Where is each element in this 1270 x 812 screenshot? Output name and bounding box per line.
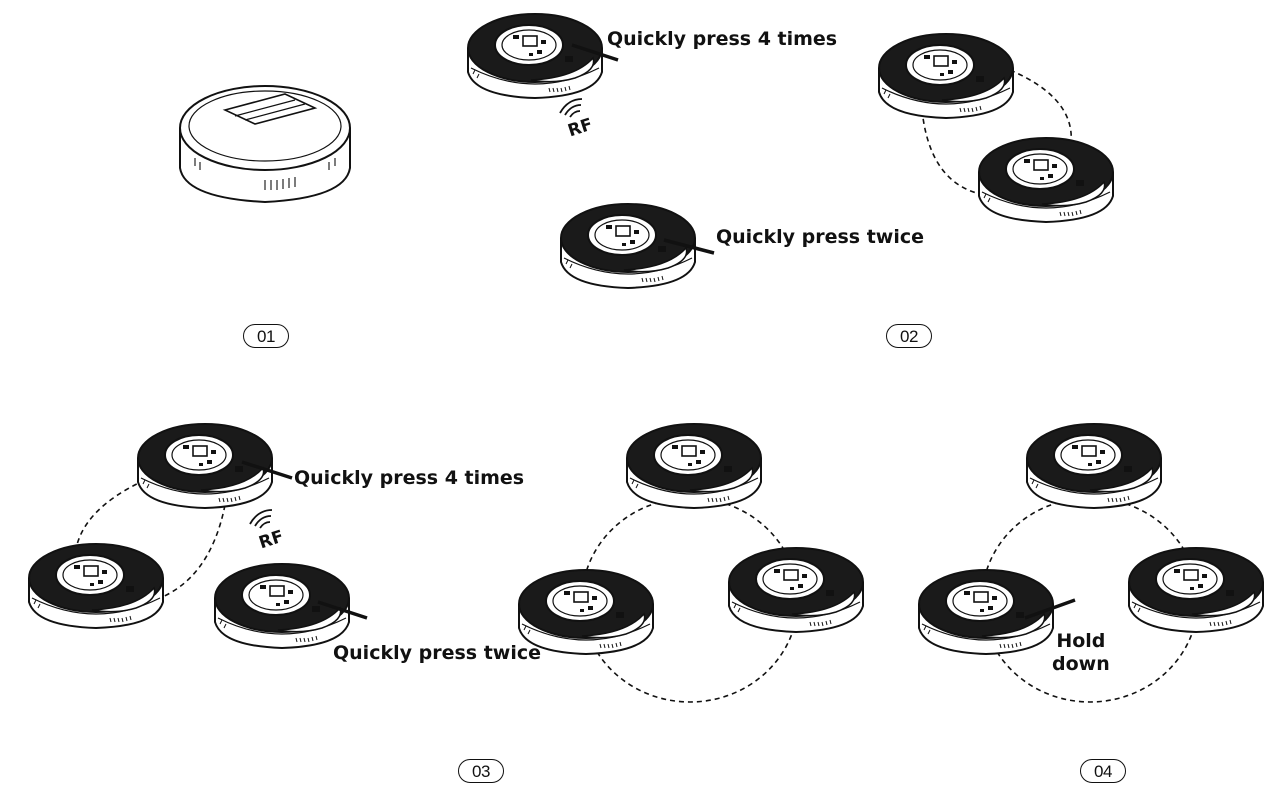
instruction-hold-down: Hold down: [1052, 630, 1110, 676]
press-arrow-icon: [571, 43, 619, 62]
press-arrow-icon: [241, 460, 293, 480]
smoke-detector-icon: [1128, 547, 1264, 633]
instruction-press-twice: Quickly press twice: [716, 226, 924, 248]
instruction-press-twice: Quickly press twice: [333, 642, 541, 664]
hold-line-1: Hold: [1056, 630, 1106, 652]
smoke-detector-icon: [918, 569, 1054, 655]
smoke-detector-icon: [626, 423, 762, 509]
rf-signal-icon: [559, 98, 583, 118]
smoke-detector-icon: [467, 13, 603, 99]
smoke-detector-base-icon: [179, 85, 351, 203]
press-arrow-icon: [317, 600, 368, 620]
smoke-detector-icon: [978, 137, 1114, 223]
hold-line-2: down: [1052, 653, 1110, 675]
step-badge-04: 04: [1080, 759, 1126, 783]
press-arrow-icon: [663, 238, 715, 255]
smoke-detector-icon: [1026, 423, 1162, 509]
press-arrow-icon: [1024, 598, 1076, 620]
smoke-detector-icon: [560, 203, 696, 289]
smoke-detector-icon: [878, 33, 1014, 119]
step-badge-03: 03: [458, 759, 504, 783]
step-badge-02: 02: [886, 324, 932, 348]
step-badge-01: 01: [243, 324, 289, 348]
rf-signal-icon: [249, 509, 273, 529]
smoke-detector-icon: [728, 547, 864, 633]
instruction-press-4-times: Quickly press 4 times: [607, 28, 838, 50]
instruction-press-4-times: Quickly press 4 times: [294, 467, 525, 489]
smoke-detector-icon: [28, 543, 164, 629]
